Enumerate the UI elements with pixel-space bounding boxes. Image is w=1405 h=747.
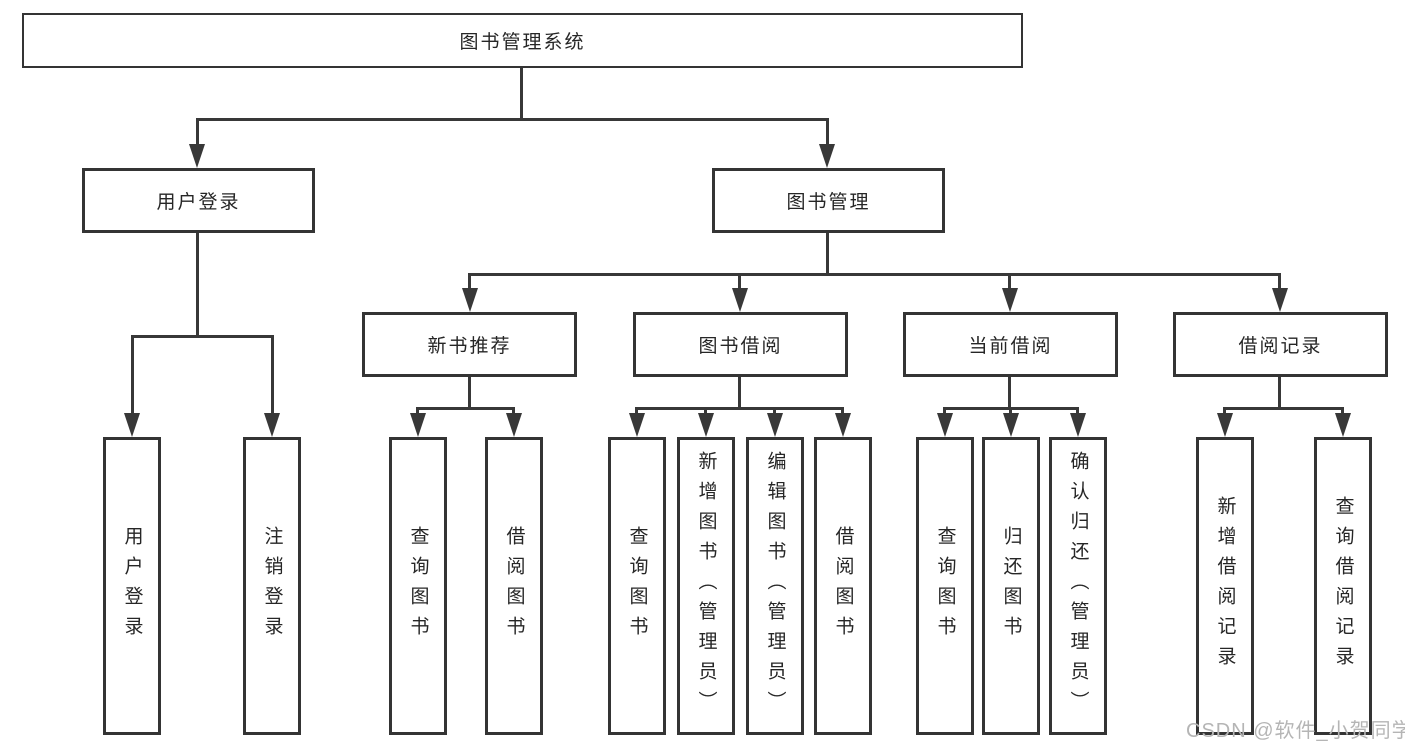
connector-line [826, 233, 829, 273]
leaf-query-books-b-label: 查询图书 [626, 526, 648, 646]
leaf-query-books-c: 查询图书 [916, 437, 974, 735]
csdn-watermark: CSDN @软件_小贺同学 [1186, 720, 1405, 742]
leaf-confirm-return-admin-label: 确认归还（管理员） [1067, 451, 1089, 721]
connector-line [738, 273, 741, 290]
connector-line [635, 407, 844, 410]
connector-arrow [264, 413, 280, 437]
leaf-query-borrow-record: 查询借阅记录 [1314, 437, 1372, 735]
connector-line [416, 407, 515, 410]
connector-arrow [1003, 413, 1019, 437]
connector-line [131, 335, 274, 338]
leaf-borrow-books-a: 借阅图书 [485, 437, 543, 735]
leaf-add-borrow-record: 新增借阅记录 [1196, 437, 1254, 735]
leaf-edit-books-admin: 编辑图书（管理员） [746, 437, 804, 735]
connector-line [704, 407, 707, 415]
leaf-borrow-books-a-label: 借阅图书 [503, 526, 525, 646]
leaf-borrow-books-b: 借阅图书 [814, 437, 872, 735]
node-root: 图书管理系统 [22, 13, 1023, 68]
connector-line [1008, 377, 1011, 407]
connector-line [826, 118, 829, 148]
connector-arrow [767, 413, 783, 437]
connector-arrow [698, 413, 714, 437]
connector-line [1278, 273, 1281, 290]
connector-line [841, 407, 844, 415]
connector-line [196, 233, 199, 335]
connector-arrow [732, 288, 748, 312]
connector-arrow [1272, 288, 1288, 312]
node-book-borrowing-label: 图书借阅 [698, 336, 783, 357]
node-user-login-label: 用户登录 [156, 192, 241, 213]
connector-arrow [1070, 413, 1086, 437]
connector-arrow [410, 413, 426, 437]
connector-arrow [506, 413, 522, 437]
node-user-login: 用户登录 [82, 168, 315, 233]
connector-line [773, 407, 776, 415]
node-book-management-label: 图书管理 [786, 192, 871, 213]
node-new-book-recommend-label: 新书推荐 [427, 336, 512, 357]
connector-arrow [189, 144, 205, 168]
connector-arrow [835, 413, 851, 437]
connector-line [1341, 407, 1344, 415]
leaf-query-borrow-record-label: 查询借阅记录 [1332, 496, 1354, 676]
connector-line [416, 407, 419, 415]
leaf-return-books: 归还图书 [982, 437, 1040, 735]
connector-line [468, 377, 471, 407]
connector-line [196, 118, 199, 148]
leaf-add-books-admin-label: 新增图书（管理员） [695, 451, 717, 721]
connector-line [1076, 407, 1079, 415]
leaf-add-books-admin: 新增图书（管理员） [677, 437, 735, 735]
node-root-label: 图书管理系统 [459, 32, 586, 53]
connector-line [943, 407, 946, 415]
connector-arrow [462, 288, 478, 312]
node-book-management: 图书管理 [712, 168, 945, 233]
leaf-return-books-label: 归还图书 [1000, 526, 1022, 646]
node-book-borrowing: 图书借阅 [633, 312, 848, 377]
connector-line [271, 335, 274, 415]
connector-line [196, 118, 829, 121]
node-borrowing-records: 借阅记录 [1173, 312, 1388, 377]
connector-line [512, 407, 515, 415]
connector-line [635, 407, 638, 415]
connector-line [1278, 377, 1281, 407]
connector-line [1008, 273, 1011, 290]
leaf-edit-books-admin-label: 编辑图书（管理员） [764, 451, 786, 721]
node-current-borrowing-label: 当前借阅 [968, 336, 1053, 357]
connector-line [131, 335, 134, 415]
connector-arrow [1335, 413, 1351, 437]
connector-arrow [629, 413, 645, 437]
leaf-logout-login: 注销登录 [243, 437, 301, 735]
connector-line [1009, 407, 1012, 415]
leaf-query-books-a: 查询图书 [389, 437, 447, 735]
leaf-logout-login-label: 注销登录 [261, 526, 283, 646]
node-new-book-recommend: 新书推荐 [362, 312, 577, 377]
leaf-query-books-c-label: 查询图书 [934, 526, 956, 646]
connector-line [520, 68, 523, 118]
node-current-borrowing: 当前借阅 [903, 312, 1118, 377]
leaf-user-login: 用户登录 [103, 437, 161, 735]
leaf-add-borrow-record-label: 新增借阅记录 [1214, 496, 1236, 676]
connector-arrow [124, 413, 140, 437]
leaf-confirm-return-admin: 确认归还（管理员） [1049, 437, 1107, 735]
connector-line [1223, 407, 1344, 410]
leaf-query-books-a-label: 查询图书 [407, 526, 429, 646]
connector-line [468, 273, 1281, 276]
leaf-user-login-label: 用户登录 [121, 526, 143, 646]
connector-arrow [1002, 288, 1018, 312]
connector-line [1223, 407, 1226, 415]
node-borrowing-records-label: 借阅记录 [1238, 336, 1323, 357]
leaf-query-books-b: 查询图书 [608, 437, 666, 735]
connector-arrow [819, 144, 835, 168]
connector-line [468, 273, 471, 290]
leaf-borrow-books-b-label: 借阅图书 [832, 526, 854, 646]
connector-line [738, 377, 741, 407]
connector-arrow [1217, 413, 1233, 437]
connector-arrow [937, 413, 953, 437]
